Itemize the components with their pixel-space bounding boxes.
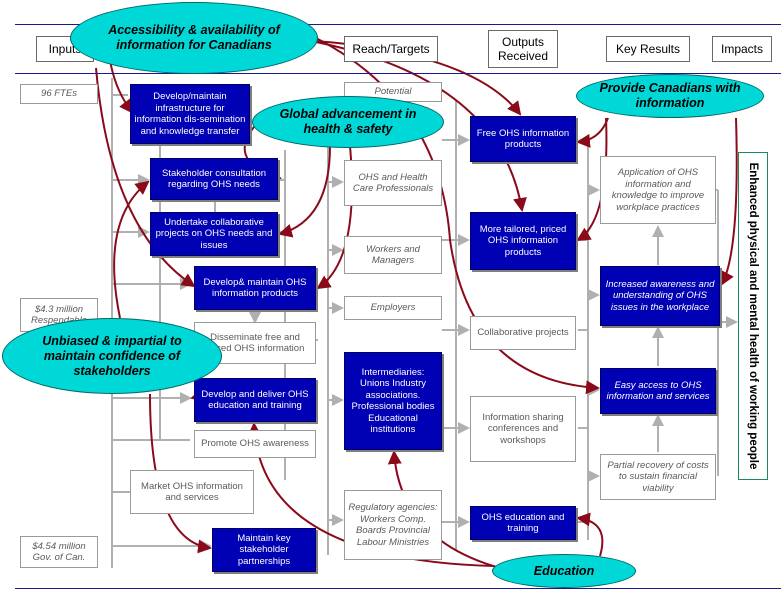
reach-regulatory: Regulatory agencies: Workers Comp. Board… (344, 490, 442, 560)
header-reach-targets: Reach/Targets (344, 36, 438, 62)
arrow-global-collaborative (278, 145, 331, 238)
activity-education-training: Develop and deliver OHS education and tr… (194, 378, 316, 422)
reach-professionals: OHS and Health Care Professionals (344, 160, 442, 206)
output-tailored-products: More tailored, priced OHS information pr… (470, 212, 576, 270)
activity-partnerships: Maintain key stakeholder partnerships (212, 528, 316, 572)
header-impacts: Impacts (712, 36, 772, 62)
bubble-provide-information: Provide Canadians with information (576, 74, 764, 118)
reach-intermediaries: Intermediaries: Unions Industry associat… (344, 352, 442, 450)
input-government: $4.54 million Gov. of Can. (20, 536, 98, 568)
impact-health: Enhanced physical and mental health of w… (738, 152, 768, 480)
result-easy-access: Easy access to OHS information and servi… (600, 368, 716, 414)
activity-stakeholder-consultation: Stakeholder consultation regarding OHS n… (150, 158, 278, 200)
header-rule (15, 73, 781, 74)
reach-employers: Employers (344, 296, 442, 320)
input-ftes: 96 FTEs (20, 84, 98, 104)
output-collaborative-projects: Collaborative projects (470, 316, 576, 350)
bottom-rule (15, 588, 781, 589)
arrow-provide-awareness (721, 117, 738, 286)
arrow-provide-free (576, 117, 609, 148)
arrow-access-info-products (95, 67, 196, 288)
activity-info-products: Develop& maintain OHS information produc… (194, 266, 316, 310)
result-cost-recovery: Partial recovery of costs to sustain fin… (600, 454, 716, 500)
arrow-access-easy (311, 35, 600, 395)
output-free-products: Free OHS information products (470, 116, 576, 162)
header-key-results: Key Results (606, 36, 690, 62)
header-outputs-received: Outputs Received (488, 30, 558, 68)
output-education-training: OHS education and training (470, 506, 576, 540)
result-awareness: Increased awareness and understanding of… (600, 266, 720, 326)
arrow-edu-output (576, 512, 604, 557)
activity-promote-awareness: Promote OHS awareness (194, 430, 316, 458)
bubble-unbiased: Unbiased & impartial to maintain confide… (2, 318, 222, 394)
top-rule (15, 24, 781, 25)
bubble-global-advancement: Global advancement in health & safety (252, 96, 444, 148)
reach-workers-managers: Workers and Managers (344, 236, 442, 274)
output-info-sharing: Information sharing conferences and work… (470, 396, 576, 462)
bubble-education: Education (492, 554, 636, 588)
arrow-access-free (299, 39, 522, 116)
result-application: Application of OHS information and knowl… (600, 156, 716, 224)
activity-collaborative-projects: Undertake collaborative projects on OHS … (150, 212, 278, 256)
arrow-unbiased-consultation (113, 180, 150, 319)
activity-market-services: Market OHS information and services (130, 470, 254, 514)
activity-infrastructure: Develop/maintain infrastructure for info… (130, 84, 250, 144)
bubble-accessibility: Accessibility & availability of informat… (70, 2, 318, 74)
